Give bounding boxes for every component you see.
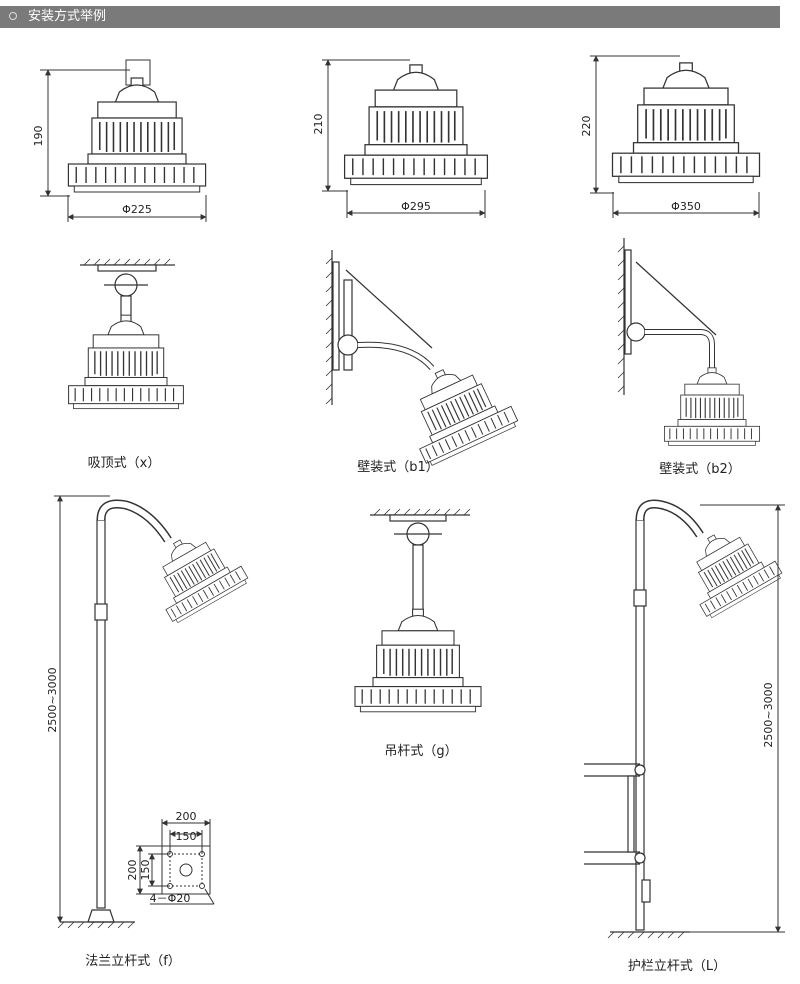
flange-plate-detail — [136, 819, 215, 905]
dimension-pole-l — [690, 504, 785, 933]
dimension-295 — [322, 59, 486, 218]
dimension-pole-f — [54, 495, 110, 923]
lamp-225 — [67, 59, 207, 193]
dimension-label-h190: 190 — [32, 126, 45, 147]
dimension-label-h220: 220 — [580, 116, 593, 137]
lamp-295 — [343, 64, 489, 186]
flange-pole-f — [57, 499, 251, 929]
dimension-label-d350: Φ350 — [671, 200, 701, 213]
dimension-225 — [40, 69, 207, 222]
ceiling-mount-x — [67, 258, 185, 410]
pendant-rod-g — [354, 508, 482, 713]
wall-mount-b1 — [325, 250, 521, 468]
lamp-350 — [611, 62, 761, 184]
section-title: 安装方式举例 — [28, 9, 107, 24]
dimension-label-pole-f: 2500~3000 — [46, 667, 59, 732]
caption-pendant-rod-g: 吊杆式（g） — [384, 744, 458, 759]
flange-dim-h150: 150 — [139, 860, 152, 881]
dimension-label-pole-l: 2500~3000 — [762, 682, 775, 747]
caption-ceiling-mount-x: 吸顶式（x） — [87, 456, 161, 471]
bullet-icon — [9, 12, 17, 20]
flange-dim-w150: 150 — [176, 830, 197, 843]
flange-dim-w200: 200 — [176, 810, 197, 823]
dimension-label-d295: Φ295 — [401, 200, 431, 213]
guardrail-pole-l — [584, 499, 785, 939]
dimension-label-h210: 210 — [312, 114, 325, 135]
caption-wall-mount-b2: 壁装式（b2） — [659, 462, 741, 477]
caption-guardrail-pole-l: 护栏立杆式（L） — [627, 959, 727, 974]
wall-mount-b2 — [617, 238, 761, 446]
flange-dim-holes: 4－Φ20 — [150, 892, 191, 905]
section-header: 安装方式举例 — [0, 6, 780, 28]
dimension-350 — [590, 55, 760, 218]
flange-dim-h200: 200 — [126, 860, 139, 881]
caption-flange-pole-f: 法兰立杆式（f） — [85, 954, 181, 969]
caption-wall-mount-b1: 壁装式（b1） — [357, 460, 439, 475]
dimension-label-d225: Φ225 — [122, 203, 152, 216]
